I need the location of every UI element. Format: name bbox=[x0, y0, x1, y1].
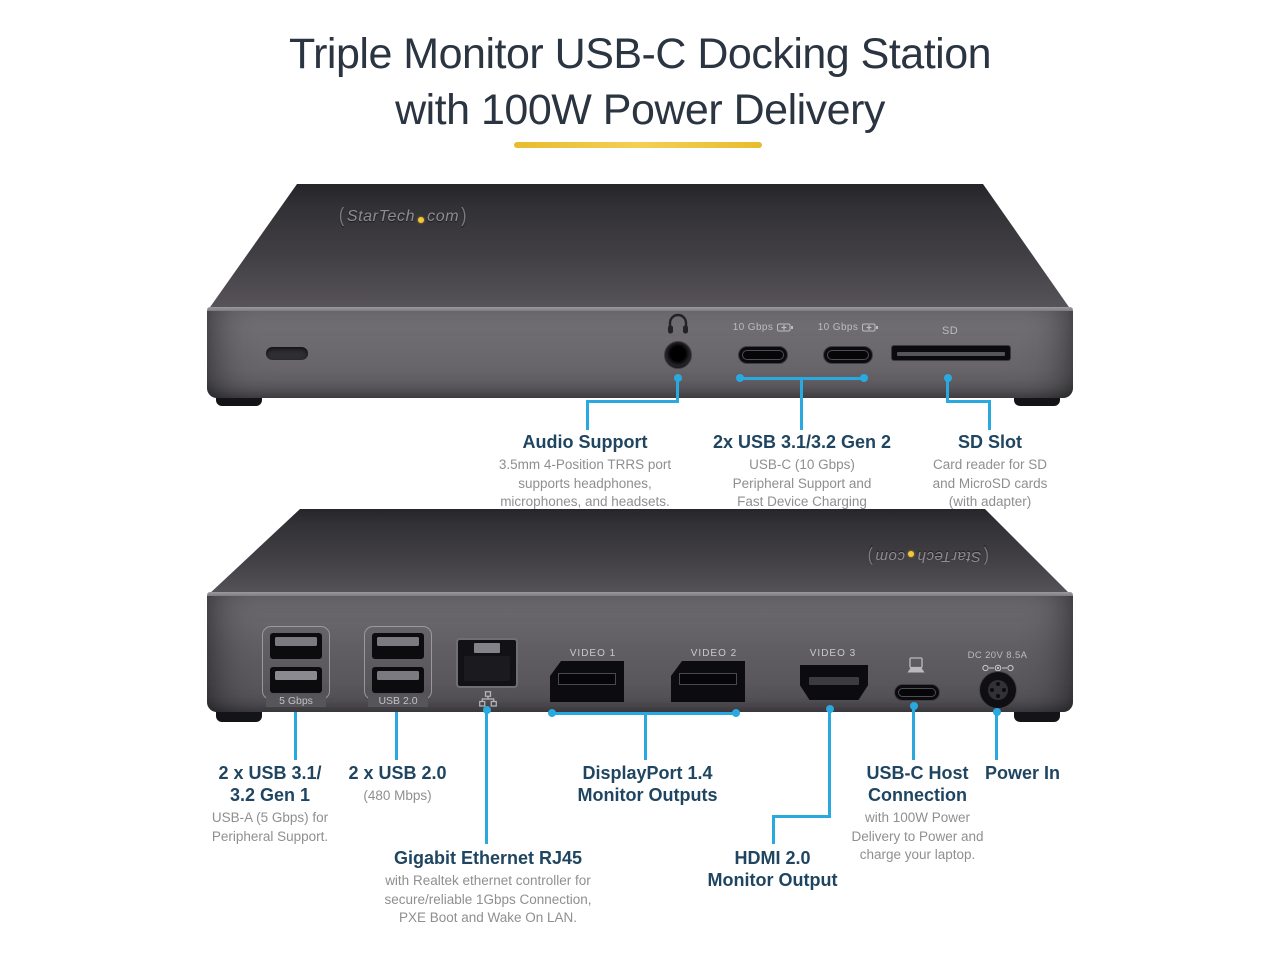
usb-a-gen1-group-label: 5 Gbps bbox=[266, 695, 326, 707]
video1-label: VIDEO 1 bbox=[569, 648, 617, 659]
page-title-line1: Triple Monitor USB-C Docking Station bbox=[288, 30, 992, 78]
sd-callout-line bbox=[988, 400, 991, 430]
usbc-port-right-label: 10 Gbps bbox=[808, 322, 888, 333]
audio-callout-line bbox=[676, 380, 679, 403]
usbc-callout-line bbox=[740, 377, 864, 380]
sd-callout-line bbox=[946, 380, 949, 403]
usbc-host-callout-line bbox=[912, 708, 915, 760]
logo-star-icon bbox=[418, 217, 425, 223]
battery-charge-icon bbox=[862, 323, 879, 332]
front-device-top-face bbox=[208, 184, 1071, 310]
ethernet-network-icon bbox=[479, 691, 497, 707]
callout-usb20: 2 x USB 2.0 (480 Mbps) bbox=[348, 763, 447, 803]
usb31-callout-line bbox=[294, 712, 297, 760]
usbc-callout-line bbox=[800, 379, 803, 430]
callout-audio-support: Audio Support 3.5mm 4-Position TRRS port… bbox=[498, 432, 672, 509]
startech-logo: ( StarTech com ) bbox=[338, 205, 468, 227]
hdmi-port bbox=[800, 665, 868, 700]
kensington-lock-slot bbox=[266, 347, 308, 360]
audio-callout-dot bbox=[674, 374, 682, 382]
audio-callout-line bbox=[586, 400, 679, 403]
page-title: Triple Monitor USB-C Docking Station wit… bbox=[0, 26, 1280, 138]
usb-a-port bbox=[270, 667, 322, 693]
video2-label: VIDEO 2 bbox=[690, 648, 738, 659]
usb-c-port-2 bbox=[823, 346, 873, 364]
startech-logo-rotated: ( StarTech com ) bbox=[867, 546, 989, 568]
hdmi-callout-line bbox=[828, 711, 831, 818]
power-callout-dot bbox=[993, 708, 1001, 716]
usb-a-port bbox=[372, 633, 424, 659]
sd-slot-label: SD bbox=[941, 325, 959, 337]
callout-hdmi: HDMI 2.0 Monitor Output bbox=[707, 848, 838, 890]
dc-power-label: DC 20V 8.5A bbox=[967, 650, 1028, 661]
rear-device-bevel bbox=[207, 592, 1073, 598]
rear-device-top-face bbox=[208, 509, 1071, 595]
power-callout-line bbox=[995, 714, 998, 760]
usb-a-port bbox=[270, 633, 322, 659]
page-title-line2: with 100W Power Delivery bbox=[395, 86, 885, 134]
callout-power-in: Power In bbox=[984, 763, 1060, 783]
displayport-callout-line bbox=[552, 712, 736, 715]
sd-callout-dot bbox=[944, 374, 952, 382]
usb-a-20-group-label: USB 2.0 bbox=[368, 695, 428, 707]
callout-usb31: 2 x USB 3.1/ 3.2 Gen 1 USB-A (5 Gbps) fo… bbox=[211, 763, 329, 844]
front-device-bevel bbox=[207, 307, 1073, 313]
hdmi-callout-dot bbox=[826, 705, 834, 713]
callout-usb-gen2: 2x USB 3.1/3.2 Gen 2 USB-C (10 Gbps) Per… bbox=[712, 432, 892, 509]
callout-usbc-host: USB-C Host Connection with 100W Power De… bbox=[851, 763, 984, 862]
callout-ethernet: Gigabit Ethernet RJ45 with Realtek ether… bbox=[384, 848, 592, 925]
front-device-image: ( StarTech com ) 10 Gbps 10 Gbps SD bbox=[205, 180, 1075, 412]
displayport-port-1 bbox=[550, 661, 624, 702]
callout-sd-slot: SD Slot Card reader for SD and MicroSD c… bbox=[932, 432, 1048, 509]
usb20-callout-line bbox=[395, 712, 398, 760]
usb-c-host-port bbox=[894, 684, 940, 701]
displayport-port-2 bbox=[671, 661, 745, 702]
usbc-port-left-label: 10 Gbps bbox=[723, 322, 803, 333]
dc-power-jack bbox=[979, 671, 1017, 709]
rear-device-image: ( StarTech com ) 5 Gbps USB 2.0 VIDEO 1 … bbox=[205, 505, 1075, 737]
audio-jack-port bbox=[664, 341, 692, 369]
usb-c-port-1 bbox=[738, 346, 788, 364]
laptop-icon bbox=[907, 657, 925, 673]
usbc-callout-dot bbox=[860, 374, 868, 382]
rj45-ethernet-port bbox=[456, 638, 518, 688]
callout-displayport: DisplayPort 1.4 Monitor Outputs bbox=[577, 763, 718, 805]
displayport-callout-line bbox=[644, 714, 647, 760]
hdmi-callout-line bbox=[772, 815, 775, 844]
title-underline bbox=[514, 142, 762, 148]
headphones-icon bbox=[668, 313, 688, 334]
video3-label: VIDEO 3 bbox=[809, 648, 857, 659]
sd-card-slot bbox=[891, 345, 1011, 361]
usbc-host-callout-dot bbox=[910, 702, 918, 710]
sd-callout-line bbox=[946, 400, 991, 403]
logo-star-icon bbox=[907, 551, 914, 557]
polarity-icon bbox=[982, 664, 1014, 672]
hdmi-callout-line bbox=[772, 815, 831, 818]
usb-a-port bbox=[372, 667, 424, 693]
battery-charge-icon bbox=[777, 323, 794, 332]
ethernet-callout-dot bbox=[483, 706, 491, 714]
displayport-callout-dot bbox=[732, 709, 740, 717]
audio-callout-line bbox=[586, 400, 589, 430]
ethernet-callout-line bbox=[485, 712, 488, 844]
